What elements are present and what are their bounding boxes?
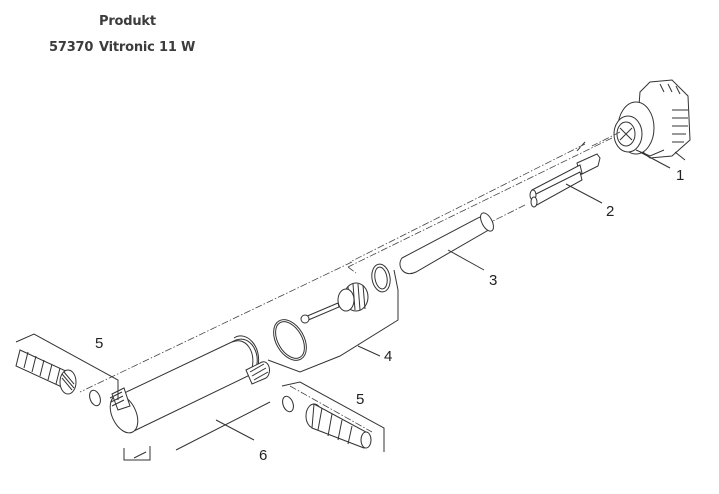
product-name: Vitronic 11 W <box>99 40 196 55</box>
callout-1: 1 <box>676 167 684 184</box>
uvc-lamp-part <box>529 153 601 208</box>
callout-5-left: 5 <box>95 335 103 352</box>
column-header-produkt: Produkt <box>99 14 156 29</box>
seal-nut-set-part <box>273 263 391 361</box>
quartz-tube-part <box>399 212 494 274</box>
housing-part <box>109 335 271 461</box>
product-code: 57370 <box>49 40 94 55</box>
control-head-part <box>613 79 691 161</box>
hose-connector-right-part <box>282 395 372 449</box>
hose-connector-left-part <box>15 349 101 407</box>
callout-2: 2 <box>606 203 614 220</box>
callout-5-right: 5 <box>356 391 364 408</box>
callout-6: 6 <box>259 447 267 464</box>
callout-4: 4 <box>384 348 392 365</box>
callout-3: 3 <box>489 272 497 289</box>
